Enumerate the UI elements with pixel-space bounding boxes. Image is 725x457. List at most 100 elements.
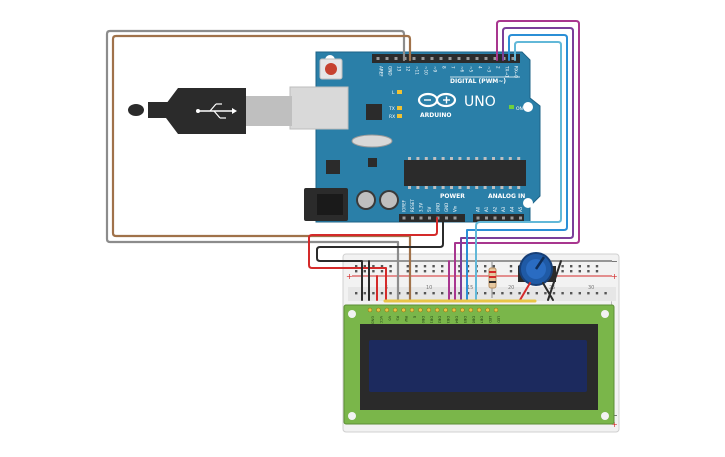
lcd-pin[interactable] — [434, 307, 440, 313]
header-pin[interactable] — [502, 216, 505, 220]
breadboard-hole[interactable] — [363, 292, 366, 295]
breadboard-hole[interactable] — [380, 292, 384, 295]
breadboard-hole[interactable] — [578, 292, 581, 295]
breadboard-hole[interactable] — [595, 270, 599, 273]
lcd-pin[interactable] — [493, 307, 499, 313]
wire-purple-d6[interactable] — [460, 27, 574, 301]
header-pin[interactable] — [445, 216, 448, 220]
header-pin[interactable] — [453, 216, 457, 220]
breadboard-hole[interactable] — [441, 270, 444, 273]
breadboard-hole[interactable] — [372, 292, 375, 295]
header-pin[interactable] — [510, 216, 514, 220]
wire-cyan-d4[interactable] — [475, 41, 562, 301]
breadboard-hole[interactable] — [398, 292, 401, 295]
breadboard-hole[interactable] — [389, 270, 392, 273]
breadboard-hole[interactable] — [441, 292, 444, 295]
header-pin[interactable] — [476, 216, 480, 220]
potentiometer[interactable] — [518, 252, 556, 286]
breadboard-hole[interactable] — [458, 270, 461, 273]
header-pin[interactable] — [385, 57, 389, 60]
usb-plug-icon[interactable] — [128, 86, 349, 134]
breadboard-hole[interactable] — [509, 270, 513, 273]
breadboard-hole[interactable] — [587, 292, 590, 295]
header-pin[interactable] — [475, 57, 479, 60]
header-pin[interactable] — [394, 57, 398, 60]
breadboard-hole[interactable] — [363, 270, 366, 273]
breadboard-hole[interactable] — [527, 292, 530, 295]
header-pin[interactable] — [519, 216, 522, 220]
breadboard-hole[interactable] — [355, 292, 358, 295]
header-pin[interactable] — [457, 57, 461, 60]
header-pin[interactable] — [428, 216, 431, 220]
breadboard-hole[interactable] — [484, 292, 487, 295]
breadboard-hole[interactable] — [492, 292, 495, 295]
breadboard-hole[interactable] — [587, 265, 590, 268]
breadboard-hole[interactable] — [535, 292, 538, 295]
header-pin[interactable] — [466, 57, 470, 60]
breadboard-hole[interactable] — [432, 292, 435, 295]
breadboard-hole[interactable] — [458, 265, 461, 268]
breadboard-hole[interactable] — [380, 270, 384, 273]
lcd-pin[interactable] — [409, 307, 415, 313]
header-pin[interactable] — [484, 57, 488, 60]
header-pin[interactable] — [493, 57, 497, 60]
lcd-pin[interactable] — [367, 307, 373, 313]
lcd-pin[interactable] — [418, 307, 423, 313]
breadboard-hole[interactable] — [578, 270, 581, 273]
breadboard-hole[interactable] — [544, 292, 547, 295]
wire-blue-d5[interactable] — [466, 34, 568, 301]
header-pin[interactable] — [419, 216, 423, 220]
reset-button[interactable] — [319, 58, 343, 80]
lcd-pin[interactable] — [392, 307, 398, 313]
breadboard-hole[interactable] — [432, 265, 435, 268]
breadboard-hole[interactable] — [389, 292, 392, 295]
lcd-pin[interactable] — [443, 307, 448, 313]
lcd-pin[interactable] — [376, 307, 381, 313]
header-pin[interactable] — [439, 57, 443, 60]
breadboard-hole[interactable] — [595, 265, 599, 268]
breadboard-hole[interactable] — [578, 265, 581, 268]
breadboard-hole[interactable] — [363, 265, 366, 268]
lcd-pin[interactable] — [426, 307, 432, 313]
wire-red-5v[interactable] — [308, 217, 438, 301]
breadboard-hole[interactable] — [406, 270, 409, 273]
lcd-pin[interactable] — [476, 307, 482, 313]
breadboard-hole[interactable] — [492, 265, 495, 268]
breadboard-hole[interactable] — [604, 292, 607, 295]
breadboard-hole[interactable] — [441, 265, 444, 268]
wire-magenta-d7[interactable] — [454, 20, 580, 301]
breadboard-hole[interactable] — [406, 292, 409, 295]
breadboard-hole[interactable] — [501, 292, 504, 295]
breadboard-hole[interactable] — [561, 270, 564, 273]
lcd-pin[interactable] — [468, 307, 474, 313]
breadboard-hole[interactable] — [449, 292, 452, 295]
breadboard-hole[interactable] — [432, 270, 435, 273]
lcd-pin[interactable] — [485, 307, 490, 313]
lcd-pin[interactable] — [401, 307, 406, 313]
breadboard-hole[interactable] — [587, 270, 590, 273]
lcd-pin[interactable] — [460, 307, 465, 313]
breadboard-hole[interactable] — [518, 292, 521, 295]
breadboard-hole[interactable] — [372, 265, 375, 268]
breadboard-hole[interactable] — [509, 265, 513, 268]
breadboard-hole[interactable] — [509, 292, 513, 295]
breadboard-hole[interactable] — [389, 265, 392, 268]
breadboard-hole[interactable] — [570, 292, 573, 295]
wire-black-gnd[interactable] — [316, 217, 444, 301]
breadboard-hole[interactable] — [355, 265, 358, 268]
breadboard-hole[interactable] — [415, 292, 418, 295]
breadboard-hole[interactable] — [423, 292, 427, 295]
header-pin[interactable] — [493, 216, 497, 220]
header-pin[interactable] — [411, 216, 414, 220]
header-pin[interactable] — [511, 57, 515, 60]
breadboard-hole[interactable] — [406, 265, 409, 268]
header-pin[interactable] — [448, 57, 452, 60]
breadboard-hole[interactable] — [355, 270, 358, 273]
header-pin[interactable] — [412, 57, 416, 60]
breadboard-hole[interactable] — [458, 292, 461, 295]
breadboard-hole[interactable] — [423, 270, 427, 273]
breadboard-hole[interactable] — [380, 265, 384, 268]
wire-brown-rs[interactable] — [111, 34, 412, 302]
